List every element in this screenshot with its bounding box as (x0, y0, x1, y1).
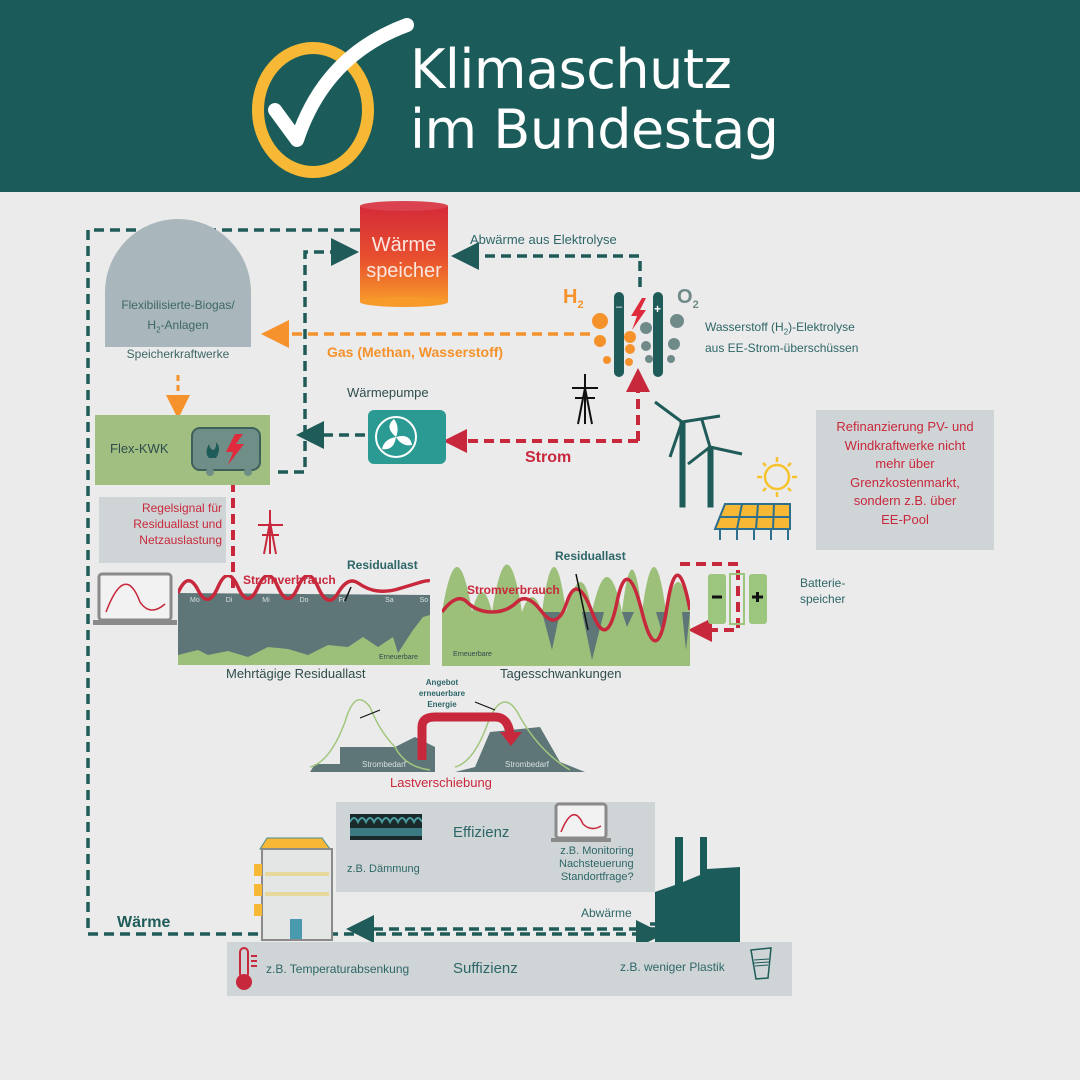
biogas-label: Flexibilisierte-Biogas/ H2-Anlagen Speic… (121, 298, 235, 362)
demand-area-right (455, 727, 585, 772)
mehrtaegig-residual-label: Residuallast (347, 558, 418, 572)
lightning-icon (226, 434, 244, 465)
demand-area-left (310, 737, 435, 772)
h2-label: H2 (563, 286, 584, 311)
day-labels: Mo Di Mi Do Fr Sa So (190, 597, 429, 604)
battery-label: Batterie- speicher (800, 576, 846, 606)
heat-storage-tank (360, 201, 448, 307)
supply-label: Angebot erneuerbare Energie (418, 678, 466, 709)
biogas-dome (105, 219, 251, 347)
page-title: Klimaschutz im Bundestag (410, 38, 779, 161)
wind-turbine-icon (654, 400, 743, 508)
consumption-line (178, 575, 430, 602)
supply-line-left (310, 699, 431, 771)
flame-icon (206, 442, 219, 458)
header-banner (0, 0, 1080, 192)
efficiency-left: z.B. Dämmung (347, 863, 420, 875)
svg-text:–: – (616, 301, 623, 313)
sufficiency-left: z.B. Temperaturabsenkung (266, 962, 410, 976)
power-pylon-icon (572, 374, 598, 425)
flex-kwk-label: Flex-KWK (110, 441, 169, 456)
sufficiency-box (227, 942, 792, 996)
energy-diagram: – + (0, 192, 1080, 1080)
gas-flow-label: Gas (Methan, Wasserstoff) (327, 344, 504, 360)
plastic-cup-icon (750, 947, 772, 980)
demand-label-left: Strombedarf (362, 760, 407, 769)
battery-icon (708, 573, 767, 625)
svg-text:+: + (654, 302, 661, 316)
check-circle-icon (252, 18, 414, 178)
residual-dips (542, 612, 690, 660)
load-shift-chart (310, 699, 585, 772)
control-signal-note: Regelsignal für Residuallast und Netzaus… (99, 497, 226, 563)
electrolysis-icon: – + (592, 292, 684, 377)
heat-storage-label: Wärme speicher (366, 234, 442, 282)
fan-icon (375, 416, 417, 458)
factory-icon (655, 837, 740, 942)
heat-pump-label: Wärmepumpe (347, 385, 429, 400)
daily-fluctuation-chart (442, 564, 690, 666)
sun-icon (757, 457, 797, 497)
mehrtaegig-consumption-label: Stromverbrauch (243, 573, 336, 587)
insulation-icon (350, 814, 422, 840)
sufficiency-title: Suffizienz (453, 960, 518, 977)
daily-consumption-label: Stromverbrauch (467, 583, 560, 597)
mehrtaegig-title: Mehrtägige Residuallast (226, 666, 366, 681)
power-flow-label: Strom (525, 449, 572, 466)
multi-day-residual-chart (178, 575, 430, 665)
shift-arrow (417, 712, 515, 760)
laptop-chart-icon (93, 572, 177, 625)
heat-loop-inner (278, 238, 655, 943)
waste-heat-electrolysis-label: Abwärme aus Elektrolyse (470, 232, 617, 247)
thermometer-icon (236, 947, 257, 990)
refinancing-note: Refinanzierung PV- und Windkraftwerke ni… (816, 410, 994, 550)
consumption-line (442, 573, 690, 643)
title-line-2: im Bundestag (410, 98, 779, 161)
load-shift-title: Lastverschiebung (390, 775, 492, 790)
daily-residual-label: Residuallast (555, 549, 626, 563)
o2-label: O2 (677, 286, 699, 311)
daily-renewables-label: Erneuerbare (453, 651, 492, 658)
supply-line-right (454, 701, 571, 771)
demand-label-right: Strombedarf (505, 760, 550, 769)
solar-panel-icon (713, 503, 791, 540)
efficiency-title: Effizienz (453, 824, 510, 841)
building-icon (254, 837, 333, 941)
daily-title: Tagesschwankungen (500, 666, 622, 681)
electrolysis-label: Wasserstoff (H2)-Elektrolyse aus EE-Stro… (705, 320, 859, 356)
sufficiency-right: z.B. weniger Plastik (620, 960, 725, 974)
waste-heat-label: Abwärme (581, 906, 632, 920)
title-line-1: Klimaschutz (410, 38, 732, 101)
power-pylon-icon-red (258, 510, 283, 555)
efficiency-right: z.B. Monitoring Nachsteuerung Standortfr… (559, 845, 634, 883)
mehrtaegig-renewables-label: Erneuerbare (379, 654, 418, 661)
renewables-area (178, 615, 430, 665)
heat-flow-label: Wärme (117, 914, 171, 931)
monitoring-laptop-icon (551, 802, 611, 842)
flow-lines: – + (86, 201, 797, 948)
renewables-area (442, 564, 690, 666)
